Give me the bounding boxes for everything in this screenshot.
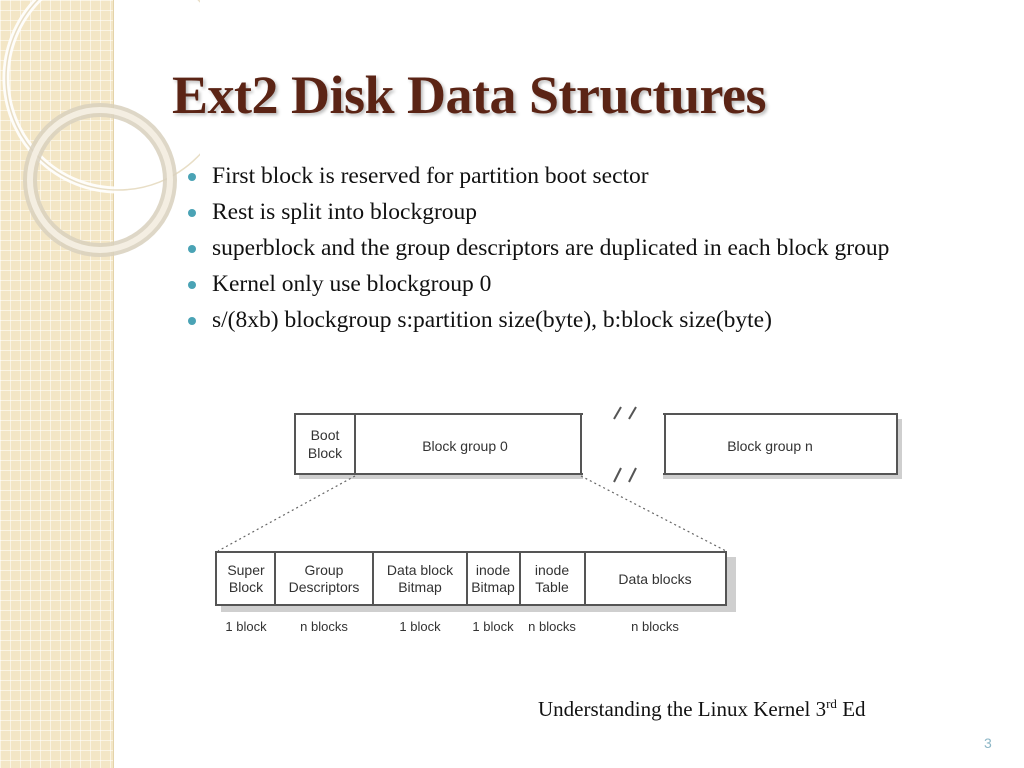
size-label: n blocks bbox=[631, 619, 679, 634]
inode-bitmap-label: inode bbox=[476, 562, 510, 578]
data-blocks-label: Data blocks bbox=[618, 571, 691, 587]
credit-suffix: Ed bbox=[836, 697, 866, 721]
bullet-item: s/(8xb) blockgroup s:partition size(byte… bbox=[188, 307, 968, 334]
bullet-item: Rest is split into blockgroup bbox=[188, 199, 968, 226]
source-credit: Understanding the Linux Kernel 3rd Ed bbox=[538, 696, 866, 722]
data-block-bitmap-label: Bitmap bbox=[398, 579, 442, 595]
inode-bitmap-label: Bitmap bbox=[471, 579, 515, 595]
size-label: 1 block bbox=[472, 619, 514, 634]
super-block-label: Block bbox=[229, 579, 264, 595]
bullet-item: superblock and the group descriptors are… bbox=[188, 235, 968, 262]
inode-table-label: inode bbox=[535, 562, 569, 578]
disk-partition-box bbox=[294, 413, 898, 475]
group-descriptors-label: Group bbox=[305, 562, 344, 578]
decorative-rings bbox=[2, 0, 200, 257]
bullet-item: Kernel only use blockgroup 0 bbox=[188, 271, 968, 298]
expansion-line bbox=[580, 475, 727, 552]
inode-table-label: Table bbox=[535, 579, 569, 595]
page-number: 3 bbox=[984, 735, 992, 751]
block-group-0-label: Block group 0 bbox=[422, 438, 508, 454]
bullet-list: First block is reserved for partition bo… bbox=[188, 163, 968, 343]
size-label: 1 block bbox=[225, 619, 267, 634]
expansion-line bbox=[217, 475, 356, 552]
credit-text: Understanding the Linux Kernel 3 bbox=[538, 697, 827, 721]
data-block-bitmap-label: Data block bbox=[387, 562, 454, 578]
credit-superscript: rd bbox=[826, 696, 837, 711]
block-group-detail-box bbox=[215, 551, 727, 606]
boot-block-label: Boot bbox=[311, 427, 340, 443]
block-group-n-label: Block group n bbox=[727, 438, 813, 454]
size-label: n blocks bbox=[528, 619, 576, 634]
boot-block-label: Block bbox=[308, 445, 343, 461]
slide-title: Ext2 Disk Data Structures bbox=[172, 65, 767, 125]
group-descriptors-label: Descriptors bbox=[289, 579, 360, 595]
bullet-item: First block is reserved for partition bo… bbox=[188, 163, 968, 190]
size-label: 1 block bbox=[399, 619, 441, 634]
size-label: n blocks bbox=[300, 619, 348, 634]
super-block-label: Super bbox=[227, 562, 265, 578]
